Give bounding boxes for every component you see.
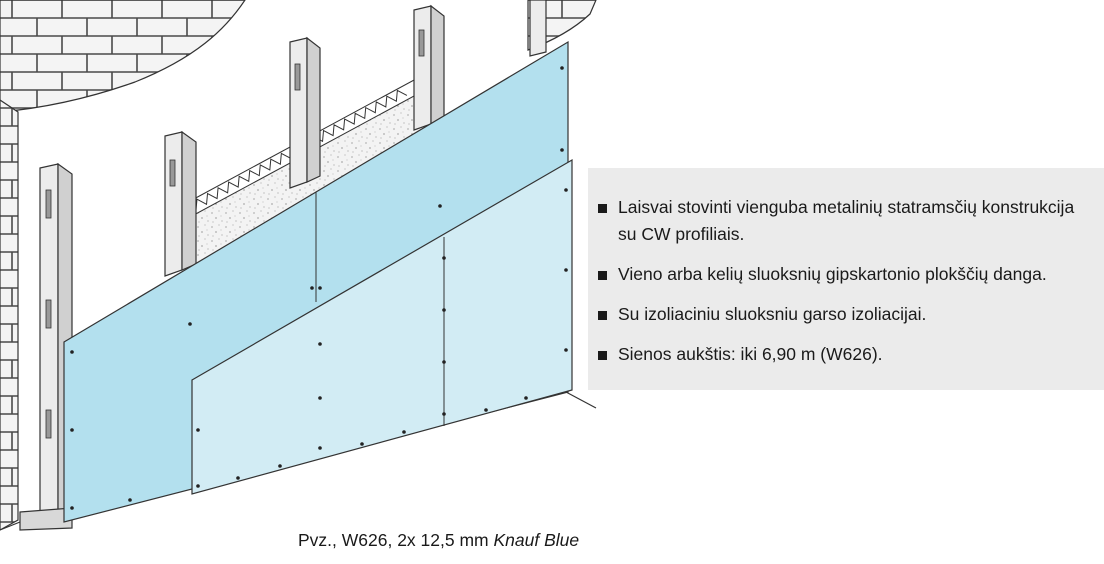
features-box: Laisvai stovinti vienguba metalinių stat…: [588, 168, 1104, 390]
feature-item: Sienos aukštis: iki 6,90 m (W626).: [598, 341, 1094, 368]
drywall-wall-illustration: [0, 0, 597, 531]
square-bullet-icon: [598, 271, 607, 280]
feature-item: Su izoliaciniu sluoksniu garso izoliacij…: [598, 301, 1094, 328]
feature-text: Su izoliaciniu sluoksniu garso izoliacij…: [618, 304, 927, 324]
floor-track: [0, 391, 597, 531]
square-bullet-icon: [598, 311, 607, 320]
metal-stud: [529, 0, 547, 57]
caption-prefix: Pvz., W626, 2x 12,5 mm: [298, 530, 494, 550]
metal-stud: [164, 130, 197, 277]
feature-text: Vieno arba kelių sluoksnių gipskartonio …: [618, 264, 1047, 284]
square-bullet-icon: [598, 351, 607, 360]
caption-product-name: Knauf Blue: [493, 530, 580, 550]
feature-text: Sienos aukštis: iki 6,90 m (W626).: [618, 344, 883, 364]
gypsum-board-front: [191, 158, 573, 495]
feature-text: Laisvai stovinti vienguba metalinių stat…: [618, 197, 1075, 244]
metal-stud: [413, 4, 445, 131]
square-bullet-icon: [598, 204, 607, 213]
brick-wall-left: [0, 99, 19, 531]
feature-item: Vieno arba kelių sluoksnių gipskartonio …: [598, 261, 1094, 288]
metal-stud: [289, 36, 321, 189]
feature-item: Laisvai stovinti vienguba metalinių stat…: [598, 194, 1094, 248]
figure-caption: Pvz., W626, 2x 12,5 mm Knauf Blue: [298, 530, 579, 551]
